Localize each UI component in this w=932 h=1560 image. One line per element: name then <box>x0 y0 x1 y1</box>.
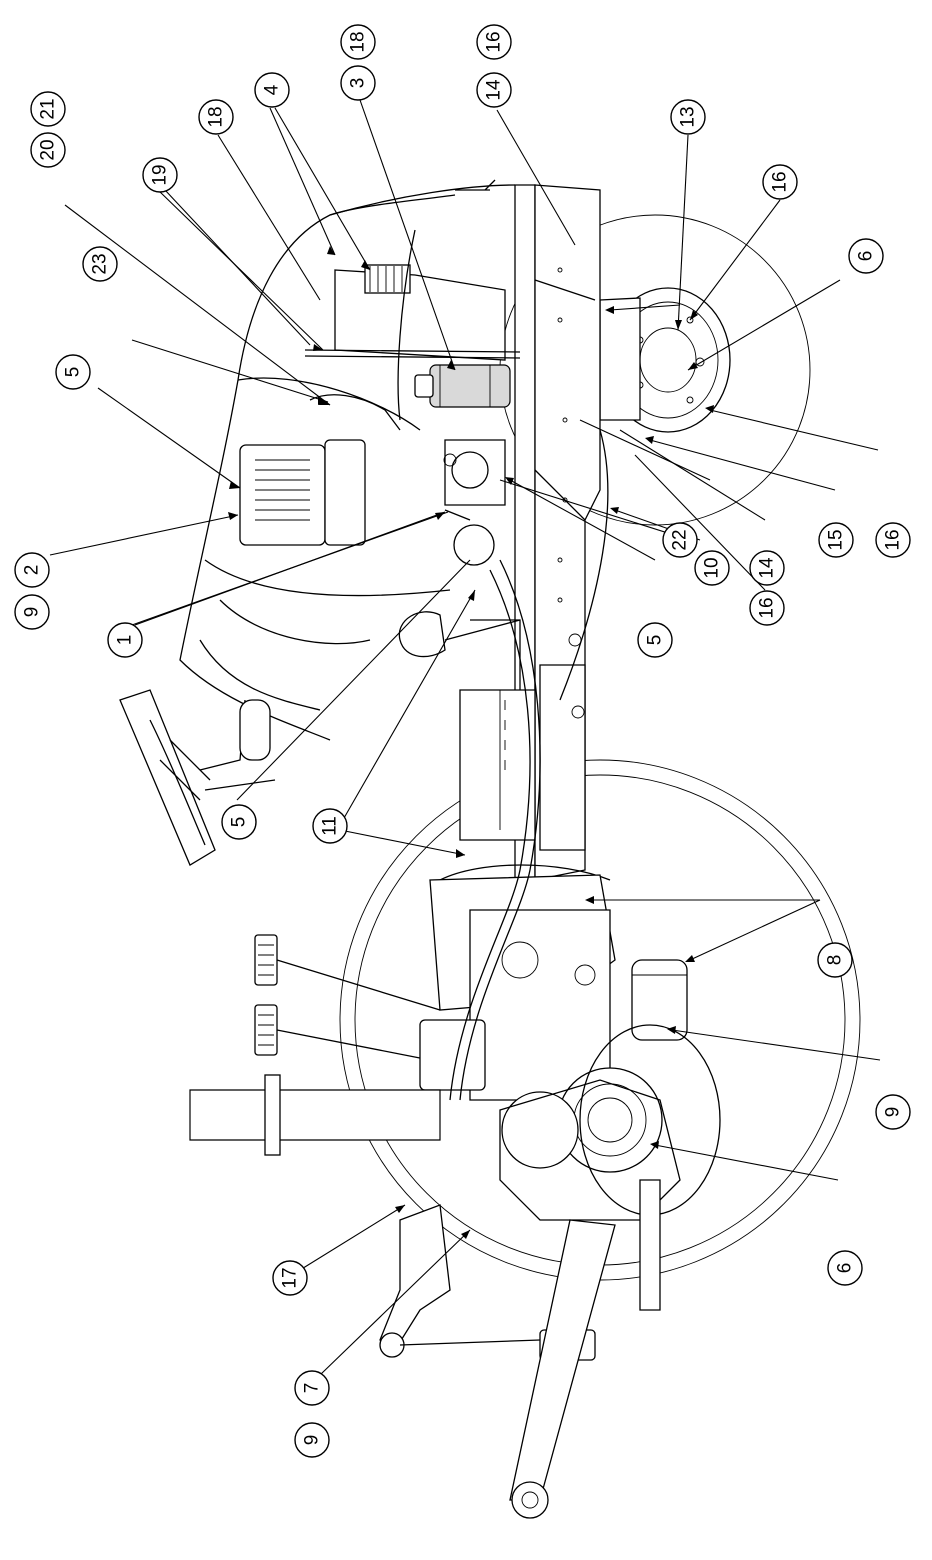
air-cleaner <box>239 394 401 546</box>
svg-text:10: 10 <box>702 557 723 578</box>
svg-text:16: 16 <box>770 171 791 192</box>
hood <box>179 179 516 741</box>
brake-pedals <box>254 934 486 1091</box>
svg-text:1: 1 <box>115 635 136 646</box>
svg-text:17: 17 <box>280 1267 301 1288</box>
callout-8: 8 <box>817 942 853 978</box>
svg-text:3: 3 <box>348 78 369 89</box>
svg-text:5: 5 <box>645 635 666 646</box>
transmission <box>398 611 611 881</box>
callout-9-left: 9 <box>294 1422 330 1458</box>
svg-text:16: 16 <box>883 529 904 550</box>
callout-6-top: 6 <box>848 238 884 274</box>
svg-text:9: 9 <box>22 607 43 618</box>
tractor-drawing <box>119 179 861 1519</box>
svg-text:19: 19 <box>150 164 171 185</box>
hydraulic-lines <box>397 229 609 1101</box>
svg-text:5: 5 <box>63 367 84 378</box>
hitch-arms <box>379 1179 661 1519</box>
steering-wheel <box>119 689 276 866</box>
callout-7: 877 <box>294 1370 330 1406</box>
svg-text:6: 6 <box>856 251 877 262</box>
coolant-reservoir <box>414 364 511 408</box>
callout-20: 20 <box>30 132 66 168</box>
oil-filler <box>444 509 495 566</box>
callout-5-left: 5 <box>55 354 91 390</box>
svg-text:16: 16 <box>484 31 505 52</box>
svg-text:15: 15 <box>826 529 847 550</box>
callout-4: 4 <box>254 72 290 108</box>
leader-lines <box>49 99 881 1376</box>
callout-11: 11 <box>312 808 348 844</box>
svg-text:6: 6 <box>835 1263 856 1274</box>
callout-19: 19 <box>142 157 178 193</box>
callouts: 21 20 19 18 4 18 3 16 14 13 16 6 23 5 2 … <box>14 24 911 1458</box>
callout-23: 23 <box>82 246 118 282</box>
callout-16-top: 16 <box>476 24 512 60</box>
fuel-filter <box>443 439 506 506</box>
callout-22: 22 <box>662 522 698 558</box>
callout-16-bottom: 16 <box>749 590 785 626</box>
svg-text:4: 4 <box>262 84 283 95</box>
svg-text:18: 18 <box>206 106 227 127</box>
svg-text:9: 9 <box>883 1107 904 1118</box>
svg-text:23: 23 <box>90 253 111 274</box>
callout-15: 15 <box>818 522 854 558</box>
callout-6-bottom: 6 <box>827 1250 863 1286</box>
callout-1: 1 <box>107 622 143 658</box>
callout-13: 13 <box>670 99 706 135</box>
callout-16-far: 16 <box>875 522 911 558</box>
callout-9-right: 9 <box>875 1094 911 1130</box>
svg-text:2: 2 <box>22 565 43 576</box>
rops-post <box>189 1074 441 1156</box>
svg-text:13: 13 <box>678 106 699 127</box>
radiator <box>304 264 521 361</box>
svg-text:14: 14 <box>757 557 778 579</box>
callout-5-right: 5 <box>637 622 673 658</box>
callout-10: 9 <box>14 594 50 630</box>
callout-7-label: 7 <box>302 1383 323 1394</box>
svg-text:5: 5 <box>229 817 250 828</box>
callout-3: 3 <box>340 65 376 101</box>
front-hub <box>559 287 731 433</box>
callout-16-right: 16 <box>762 164 798 200</box>
svg-text:22: 22 <box>670 529 691 550</box>
svg-text:21: 21 <box>38 98 59 119</box>
callout-12: 10 <box>694 550 730 586</box>
callout-14-bottom: 14 <box>749 550 785 586</box>
callout-18-top: 18 <box>340 24 376 60</box>
svg-text:18: 18 <box>348 31 369 52</box>
callout-2: 2 <box>14 552 50 588</box>
svg-text:9: 9 <box>302 1435 323 1446</box>
svg-text:11: 11 <box>320 816 341 836</box>
svg-text:14: 14 <box>484 79 505 101</box>
svg-text:8: 8 <box>825 955 846 966</box>
callout-14-top: 14 <box>476 72 512 108</box>
callout-21: 21 <box>30 91 66 127</box>
rear-axle <box>429 874 721 1221</box>
callout-5-mid: 5 <box>221 804 257 840</box>
callout-17: 17 <box>272 1260 308 1296</box>
callout-18-left: 18 <box>198 99 234 135</box>
svg-text:20: 20 <box>38 139 59 160</box>
svg-text:16: 16 <box>757 597 778 618</box>
